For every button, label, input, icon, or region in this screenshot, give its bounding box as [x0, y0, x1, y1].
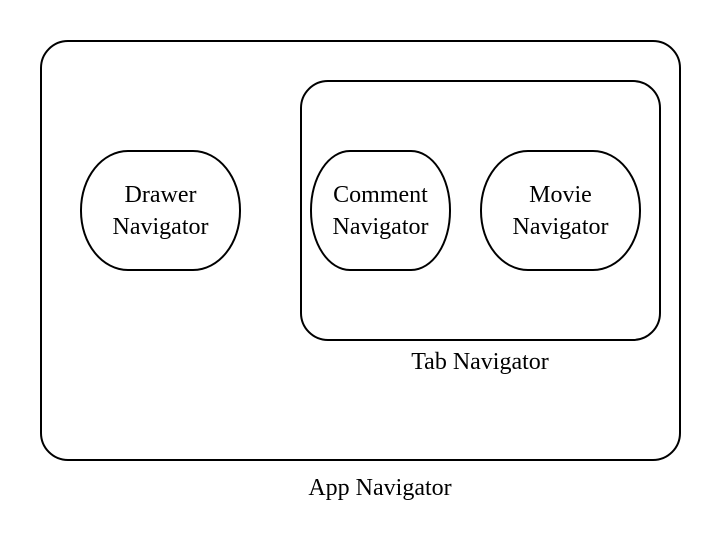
tab-navigator-caption: Tab Navigator [411, 349, 549, 375]
app-navigator-caption: App Navigator [308, 475, 452, 501]
movie-navigator-label: Movie Navigator [512, 181, 609, 240]
comment-navigator-node: Comment Navigator [310, 150, 451, 271]
movie-navigator-node: Movie Navigator [480, 150, 641, 271]
drawer-navigator-label: Drawer Navigator [112, 181, 209, 240]
comment-navigator-label: Comment Navigator [332, 181, 429, 240]
drawer-navigator-node: Drawer Navigator [80, 150, 241, 271]
